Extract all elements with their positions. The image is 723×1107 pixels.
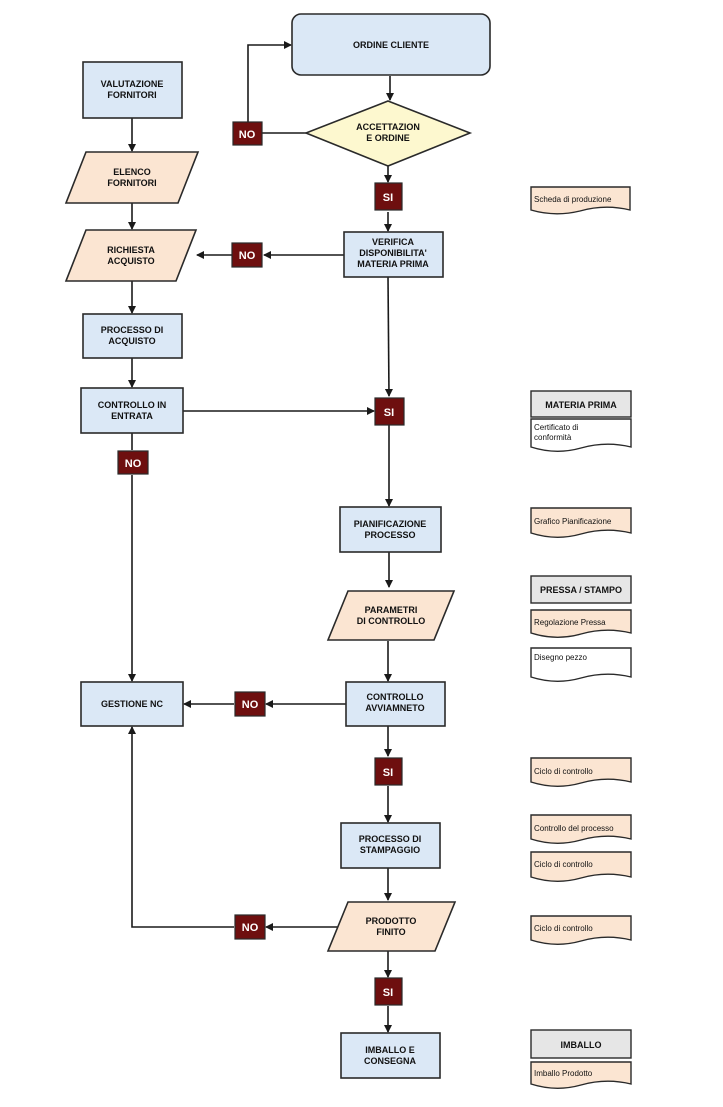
badge-no-label: NO	[239, 250, 256, 262]
node-processo-acquisto-label-2: ACQUISTO	[108, 336, 155, 346]
arrow-no-to-ordine	[247, 41, 292, 122]
badge-si-label: SI	[383, 192, 393, 204]
node-controllo-entrata-label-2: ENTRATA	[111, 411, 153, 421]
node-richiesta-label-1: RICHIESTA	[107, 245, 155, 255]
badge-si-prodotto: SI	[374, 977, 403, 1006]
node-valutazione-label-2: FORNITORI	[107, 90, 156, 100]
node-elenco-label-2: FORNITORI	[107, 178, 156, 188]
badge-no-prodotto: NO	[234, 914, 266, 940]
node-elenco-fornitori: ELENCO FORNITORI	[64, 151, 200, 204]
node-ordine-cliente-label: ORDINE CLIENTE	[353, 40, 429, 50]
node-verifica-disponibilita: VERIFICA DISPONIBILITA' MATERIA PRIMA	[343, 231, 444, 278]
node-processo-stampaggio: PROCESSO DI STAMPAGGIO	[340, 822, 441, 869]
arrow-verifica-to-si	[384, 276, 393, 397]
doc-imballo-prodotto-label: Imballo Prodotto	[534, 1069, 593, 1078]
doc-controllo-processo: Controllo del processo	[530, 814, 632, 844]
node-imballo-consegna-label-1: IMBALLO E	[365, 1045, 415, 1055]
node-verifica-label-2: DISPONIBILITA'	[359, 248, 426, 258]
badge-si-label: SI	[383, 767, 393, 779]
node-stampaggio-label-2: STAMPAGGIO	[360, 845, 420, 855]
doc-imballo-prodotto: Imballo Prodotto	[530, 1061, 632, 1089]
doc-imballo-label: IMBALLO	[561, 1040, 602, 1050]
badge-no-label: NO	[242, 699, 259, 711]
node-parametri-label-1: PARAMETRI	[365, 605, 418, 615]
doc-ciclo-2-label: Ciclo di controllo	[534, 860, 593, 869]
badge-no-label: NO	[239, 129, 256, 141]
doc-ciclo-controllo-2: Ciclo di controllo	[530, 851, 632, 882]
node-accettazione-label-1: ACCETTAZION	[356, 122, 420, 132]
badge-no-avviamento: NO	[234, 691, 266, 717]
badge-no-entrata: NO	[117, 450, 149, 475]
connectors	[128, 41, 394, 1033]
node-valutazione-fornitori: VALUTAZIONE FORNITORI	[82, 61, 183, 119]
node-controllo-entrata-label-1: CONTROLLO IN	[98, 400, 167, 410]
doc-controllo-processo-label: Controllo del processo	[534, 824, 614, 833]
node-stampaggio-label-1: PROCESSO DI	[359, 834, 422, 844]
doc-pressa-header: PRESSA / STAMPO	[530, 575, 632, 604]
node-prodotto-label-1: PRODOTTO	[366, 916, 417, 926]
doc-ciclo-controllo-1: Ciclo di controllo	[530, 757, 632, 787]
doc-grafico-pianificazione: Grafico Pianificazione	[530, 507, 632, 538]
node-imballo-consegna: IMBALLO E CONSEGNA	[340, 1032, 441, 1079]
badge-si-accettazione: SI	[374, 182, 403, 211]
node-imballo-consegna-label-2: CONSEGNA	[364, 1056, 417, 1066]
node-prodotto-label-2: FINITO	[376, 927, 405, 937]
node-processo-acquisto-label-1: PROCESSO DI	[101, 325, 164, 335]
doc-scheda-produzione: Scheda di produzione	[530, 186, 631, 215]
badge-si-materia: SI	[374, 397, 405, 426]
node-pianificazione-label-1: PIANIFICAZIONE	[354, 519, 427, 529]
badge-si-avviamento: SI	[374, 757, 403, 786]
badge-si-label: SI	[384, 407, 394, 419]
badge-no-accettazione: NO	[232, 121, 263, 146]
node-accettazione-label-2: E ORDINE	[366, 133, 410, 143]
badge-no-label: NO	[125, 458, 142, 470]
node-avviamento-label-1: CONTROLLO	[367, 692, 424, 702]
doc-materia-prima-label: MATERIA PRIMA	[545, 400, 617, 410]
badge-si-label: SI	[383, 987, 393, 999]
node-processo-acquisto: PROCESSO DI ACQUISTO	[82, 313, 183, 359]
node-parametri: PARAMETRI DI CONTROLLO	[326, 590, 456, 641]
node-verifica-label-1: VERIFICA	[372, 237, 415, 247]
arrow-no-to-gestione-2	[128, 726, 234, 928]
doc-ciclo-3-label: Ciclo di controllo	[534, 924, 593, 933]
doc-pressa-label: PRESSA / STAMPO	[540, 585, 622, 595]
node-pianificazione: PIANIFICAZIONE PROCESSO	[339, 506, 442, 553]
node-prodotto-finito: PRODOTTO FINITO	[326, 901, 457, 952]
doc-disegno-label: Disegno pezzo	[534, 653, 587, 662]
node-controllo-avviamento: CONTROLLO AVVIAMNETO	[345, 681, 446, 727]
node-controllo-entrata: CONTROLLO IN ENTRATA	[80, 387, 184, 434]
doc-scheda-label: Scheda di produzione	[534, 195, 612, 204]
node-gestione-nc-label: GESTIONE NC	[101, 699, 164, 709]
doc-certificato-label-1: Certificato di	[534, 423, 579, 432]
node-richiesta-label-2: ACQUISTO	[107, 256, 154, 266]
doc-disegno-pezzo: Disegno pezzo	[530, 647, 632, 682]
doc-ciclo-1-label: Ciclo di controllo	[534, 767, 593, 776]
badge-no-label: NO	[242, 922, 259, 934]
doc-regolazione-label: Regolazione Pressa	[534, 618, 606, 627]
node-richiesta-acquisto: RICHIESTA ACQUISTO	[64, 229, 198, 282]
badge-no-verifica: NO	[231, 242, 263, 268]
doc-certificato: Certificato di conformità	[530, 418, 632, 452]
node-verifica-label-3: MATERIA PRIMA	[357, 259, 429, 269]
doc-materia-prima-header: MATERIA PRIMA	[530, 390, 632, 418]
doc-imballo-header: IMBALLO	[530, 1029, 632, 1059]
doc-certificato-label-2: conformità	[534, 433, 572, 442]
node-elenco-label-1: ELENCO	[113, 167, 151, 177]
node-gestione-nc: GESTIONE NC	[80, 681, 184, 727]
node-valutazione-label-1: VALUTAZIONE	[101, 79, 164, 89]
node-avviamento-label-2: AVVIAMNETO	[365, 703, 424, 713]
node-parametri-label-2: DI CONTROLLO	[357, 616, 426, 626]
node-pianificazione-label-2: PROCESSO	[364, 530, 415, 540]
node-accettazione: ACCETTAZION E ORDINE	[303, 100, 473, 167]
doc-regolazione-pressa: Regolazione Pressa	[530, 609, 632, 638]
node-ordine-cliente: ORDINE CLIENTE	[291, 13, 491, 76]
doc-grafico-label: Grafico Pianificazione	[534, 517, 612, 526]
doc-ciclo-controllo-3: Ciclo di controllo	[530, 915, 632, 945]
